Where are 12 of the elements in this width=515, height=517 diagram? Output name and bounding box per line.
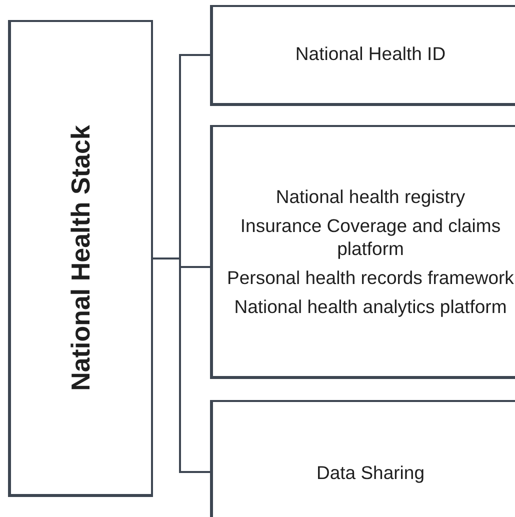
item-text: National health registry	[274, 185, 466, 208]
item-text: Data Sharing	[316, 461, 426, 484]
component-box	[210, 400, 515, 517]
item-text: Insurance Coverage and claims platform	[239, 214, 502, 260]
item-text: Personal health records framework	[226, 266, 515, 289]
component-box	[210, 5, 515, 106]
component-box	[210, 125, 515, 379]
item-text: National Health ID	[294, 42, 447, 64]
connector-line	[153, 258, 210, 473]
vertical-title: National Health Stack	[66, 125, 96, 391]
stack-box	[8, 20, 153, 497]
item-text: National health analytics platform	[233, 295, 508, 318]
